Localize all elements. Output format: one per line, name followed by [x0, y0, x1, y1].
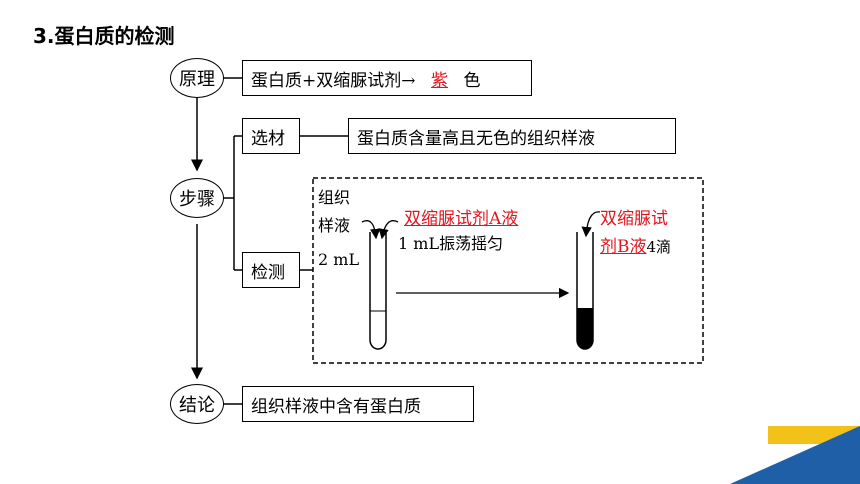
principle-answer: 紫 [431, 70, 448, 91]
select-content-box: 蛋白质含量高且无色的组织样液 [348, 118, 676, 154]
corner-triangle-blue [730, 426, 860, 484]
detect-panel-border [312, 177, 704, 364]
reagent-a-label: 双缩脲试剂A液 [404, 209, 519, 229]
reagent-a-note: 1 mL振荡摇匀 [398, 234, 504, 253]
principle-box: 蛋白质+双缩脲试剂→ 紫 色 [242, 60, 532, 96]
principle-node: 原理 [170, 58, 224, 98]
select-label-box: 选材 [242, 118, 300, 154]
conclusion-box: 组织样液中含有蛋白质 [242, 386, 474, 422]
detect-label-box: 检测 [242, 252, 300, 288]
reagent-b-label-2: 剂B液4滴 [600, 237, 672, 257]
sample-label-1: 组织 [318, 188, 351, 207]
reagent-b-label-1: 双缩脲试 [600, 209, 668, 229]
test-tube-clear [369, 232, 387, 350]
sample-label-2: 样液 [318, 216, 351, 235]
steps-node: 步骤 [170, 178, 224, 218]
section-title: 3.蛋白质的检测 [33, 24, 175, 48]
conclusion-node: 结论 [170, 384, 224, 424]
sample-amount: 2 mL [318, 250, 360, 269]
